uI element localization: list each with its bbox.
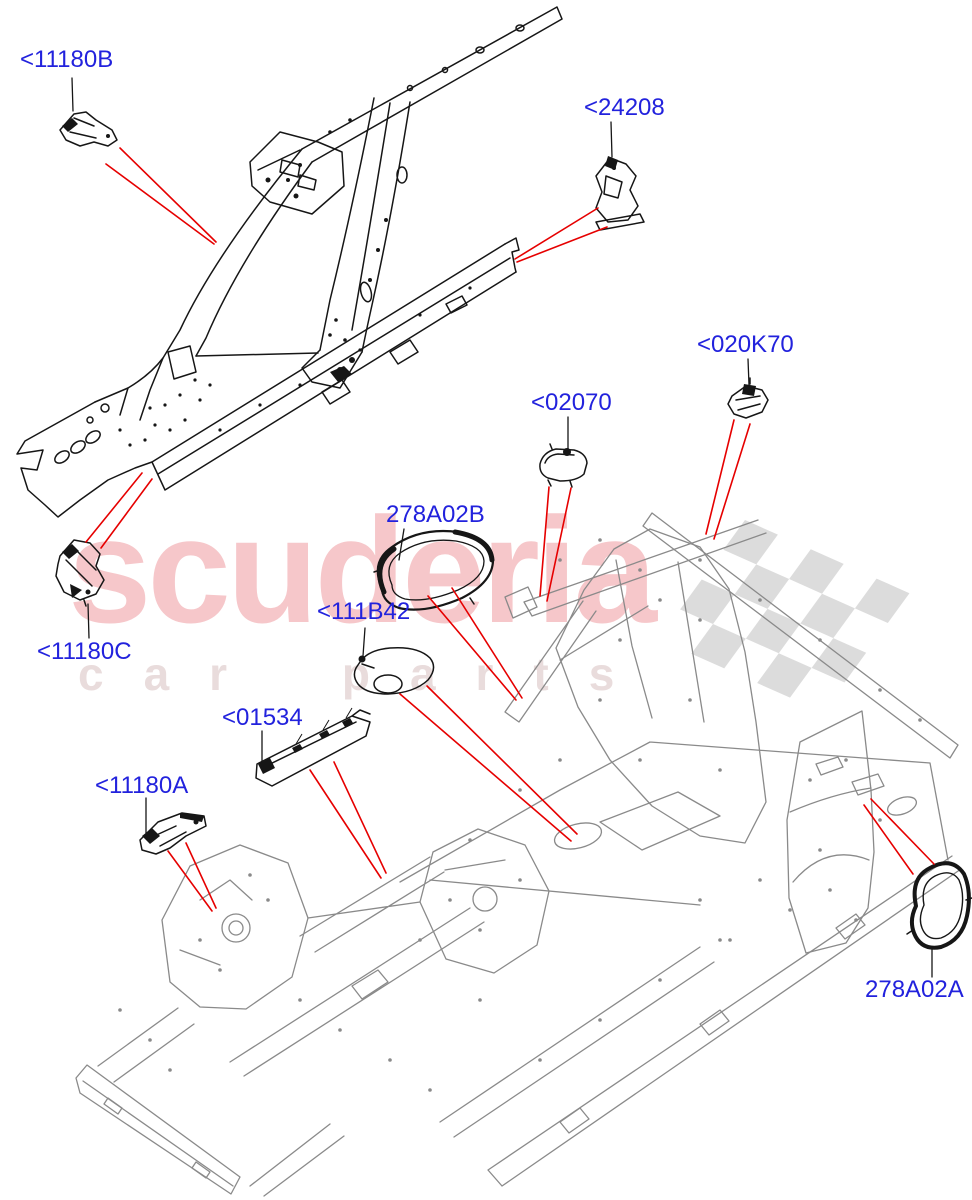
bodyside-detail-dots [118, 118, 472, 447]
underbody-frame-drawing [75, 512, 962, 1197]
watermark-tagline-text: car parts [78, 648, 654, 700]
part-020K70-drawing [727, 377, 769, 419]
underbody-detail-dots [118, 538, 922, 1092]
part-24208-drawing [595, 156, 645, 231]
part-label-11180B: <11180B [20, 46, 114, 73]
part-11180B-drawing [59, 111, 118, 147]
part-label-24208: <24208 [584, 94, 665, 121]
watermark-brand-text: scuderia [68, 486, 659, 654]
part-label-020K70: <020K70 [697, 331, 794, 358]
part-label-111B42: <111B42 [317, 598, 411, 625]
bodyside-panel-drawing [16, 6, 563, 518]
part-label-278A02A: 278A02A [865, 976, 964, 1003]
part-label-11180A: <11180A [95, 772, 189, 799]
label-leader-lines [71, 77, 933, 978]
part-11180C-drawing [55, 539, 105, 607]
part-02070-drawing [539, 443, 588, 488]
part-label-11180C: <11180C [37, 638, 132, 665]
part-label-278A02B: 278A02B [386, 501, 485, 528]
part-01534-drawing [255, 707, 371, 787]
watermark-checkered-flag-icon [680, 520, 910, 698]
part-111B42-drawing [353, 646, 435, 695]
watermark: scuderia car parts [68, 486, 910, 700]
part-278A02B-drawing [373, 529, 495, 611]
part-278A02A-drawing [906, 861, 972, 950]
part-label-02070: <02070 [531, 389, 612, 416]
part-label-01534: <01534 [222, 704, 303, 731]
part-11180A-drawing [139, 812, 207, 855]
pointer-leader-lines [85, 147, 935, 912]
